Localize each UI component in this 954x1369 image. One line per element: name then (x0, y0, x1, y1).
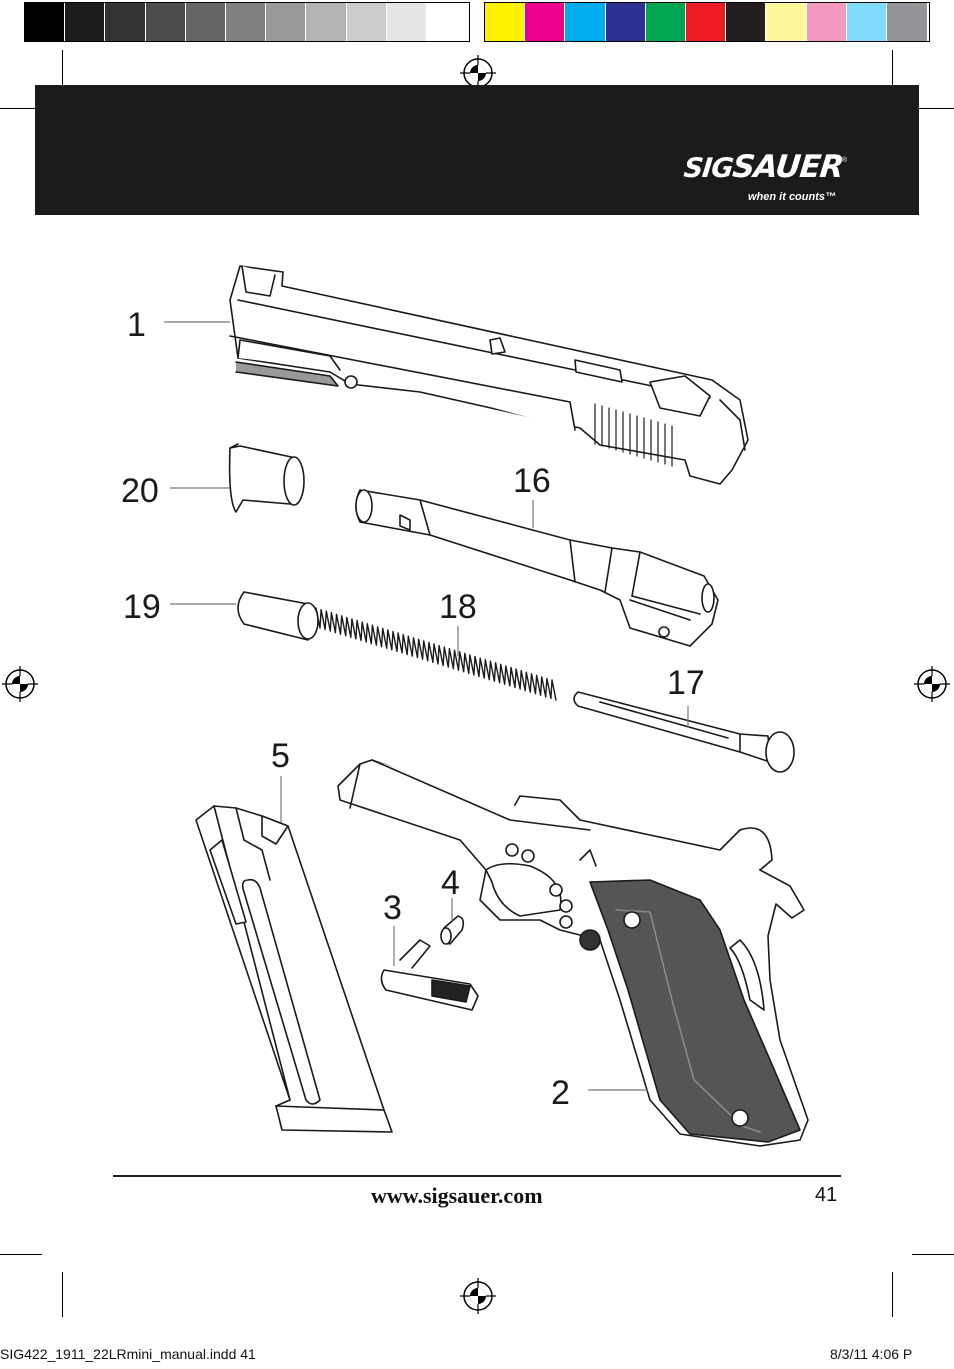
logo-tagline: when it counts™ (748, 191, 836, 203)
part-frame (337, 759, 809, 1147)
gray-swatch (306, 3, 347, 41)
part-recoil-spring-plug (237, 591, 319, 641)
registration-mark-icon (914, 666, 950, 702)
color-swatch (846, 3, 887, 41)
crop-mark (62, 1272, 63, 1317)
crop-mark (912, 1254, 954, 1255)
logo-registered-mark: ® (841, 157, 847, 164)
crop-mark (892, 50, 893, 92)
color-swatch (685, 3, 727, 41)
part-barrel-bushing (228, 443, 305, 513)
gray-swatch (386, 3, 427, 41)
registration-mark-icon (460, 1278, 496, 1314)
crop-mark (62, 50, 63, 92)
gray-swatch (185, 3, 226, 41)
part-recoil-spring (315, 607, 557, 701)
crop-mark (0, 108, 35, 109)
part-slide-stop (380, 939, 479, 1011)
page-number: 41 (815, 1184, 838, 1206)
crop-mark (0, 1254, 42, 1255)
gray-swatch (225, 3, 267, 41)
grayscale-bar (24, 2, 470, 42)
gray-swatch (25, 3, 66, 41)
callout-2: 2 (551, 1074, 570, 1112)
gray-swatch (346, 3, 387, 41)
crop-mark (919, 108, 954, 109)
color-swatch (806, 3, 847, 41)
callout-20: 20 (121, 472, 159, 510)
crop-mark (892, 1272, 893, 1317)
gray-swatch (266, 3, 307, 41)
page-header: SIGSAUER ® when it counts™ (35, 85, 919, 215)
gray-swatch (145, 3, 186, 41)
gray-swatch (105, 3, 146, 41)
callout-4: 4 (441, 864, 460, 902)
footer-rule (113, 1175, 841, 1177)
color-swatch (525, 3, 566, 41)
color-swatch (886, 3, 928, 41)
part-guide-rod (573, 691, 795, 773)
print-slug-filename: SIG422_1911_22LRmini_manual.indd 41 (0, 1346, 256, 1362)
part-magazine (195, 805, 393, 1133)
gray-swatch (65, 3, 106, 41)
part-barrel (355, 489, 719, 647)
color-swatch (726, 3, 767, 41)
color-swatch (645, 3, 686, 41)
website-link[interactable]: www.sigsauer.com (371, 1183, 543, 1208)
gray-swatch (426, 3, 468, 41)
color-swatch (605, 3, 646, 41)
print-slug-timestamp: 8/3/11 4:06 P (830, 1346, 913, 1362)
callout-1: 1 (127, 306, 146, 344)
registration-mark-icon (2, 666, 38, 702)
color-swatch (766, 3, 807, 41)
callout-18: 18 (439, 588, 477, 626)
color-bar (484, 2, 930, 42)
part-slide (229, 265, 749, 485)
callout-19: 19 (123, 588, 161, 626)
callout-3: 3 (383, 889, 402, 927)
color-swatch (485, 3, 526, 41)
callout-16: 16 (513, 462, 551, 500)
callout-5: 5 (271, 737, 290, 775)
callout-17: 17 (667, 664, 705, 702)
color-swatch (565, 3, 606, 41)
part-pin (440, 915, 465, 945)
